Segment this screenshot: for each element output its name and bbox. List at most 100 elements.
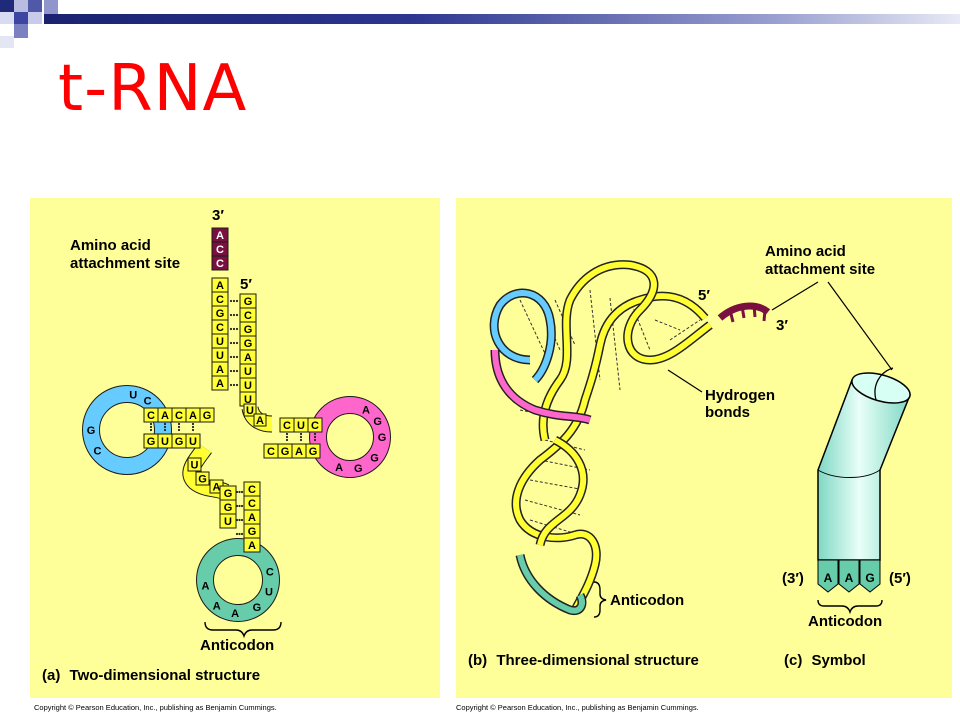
connector-right-base-0: U xyxy=(243,403,257,417)
t-loop-letter-4: G xyxy=(354,463,363,475)
caption-a: (a) Two-dimensional structure xyxy=(42,667,260,684)
d-bottom-base-1: U xyxy=(157,433,173,449)
hbond-t-2-0 xyxy=(313,432,317,436)
ac-stem-left-base-1-letter: G xyxy=(224,502,233,514)
t-bottom-base-1-letter: G xyxy=(281,446,290,458)
hbond-acceptor-2-1 xyxy=(232,327,236,331)
acceptor-right-base-0: G xyxy=(239,293,257,309)
hbond-acceptor-0-0 xyxy=(229,299,233,303)
acceptor-left-base-4: U xyxy=(211,333,229,349)
connector-right-base-1: A xyxy=(253,413,267,427)
hbond-ac-1-2 xyxy=(240,504,244,508)
hbond-t-2-2 xyxy=(313,438,317,442)
hbond-t-1-0 xyxy=(299,432,303,436)
connector-right-base-1-letter: A xyxy=(256,415,264,427)
label-3-prime-b: 3′ xyxy=(776,317,788,334)
ac-stem-left-base-0: G xyxy=(219,485,237,501)
connector-right-base-1-box xyxy=(253,413,267,427)
acceptor-left-base-0: A xyxy=(211,277,229,293)
ac-stem-right-base-1: C xyxy=(243,495,261,511)
t-loop-letter-2: G xyxy=(378,432,387,444)
anticodon-label-a: Anticodon xyxy=(200,637,274,654)
acceptor-left-base-4-letter: U xyxy=(216,336,224,348)
banner-square-lower xyxy=(14,24,28,38)
t-bottom-base-0: C xyxy=(263,443,279,459)
hbond-d-2-1 xyxy=(177,425,181,429)
t-top-base-0: C xyxy=(279,417,295,433)
hbond-t-0-1 xyxy=(285,435,289,439)
t-top-base-2-box xyxy=(307,417,323,433)
ac-stem-right-base-3-letter: G xyxy=(248,526,257,538)
hbond-ac-3-2 xyxy=(240,532,244,536)
banner-square-top xyxy=(44,0,58,14)
d-loop-fill xyxy=(83,386,171,474)
d-top-base-2-letter: C xyxy=(175,410,183,422)
t-bottom-base-3-box xyxy=(305,443,321,459)
pointer-c-to-cylinder xyxy=(827,281,893,371)
acceptor-right-base-3-letter: G xyxy=(244,338,253,350)
connector-left-base-1-box xyxy=(195,471,210,486)
ac-loop-letter-2: A xyxy=(231,608,239,620)
t-loop-letter-3: G xyxy=(370,453,379,465)
d-top-base-0-letter: C xyxy=(147,410,155,422)
t-top-base-1: U xyxy=(293,417,309,433)
banner-square-mid xyxy=(28,0,42,12)
hbond-d-0-0 xyxy=(149,422,153,426)
d-top-base-1: A xyxy=(157,407,173,423)
acceptor-left-base-7-letter: A xyxy=(216,378,224,390)
t-bottom-base-2: A xyxy=(291,443,307,459)
blue-loop-b-fill xyxy=(491,290,555,383)
label-3-prime-a: 3′ xyxy=(212,207,224,224)
hbond-d-0-2 xyxy=(149,428,153,432)
hbond-d-2-2 xyxy=(177,428,181,432)
ac-stem-right-base-0: C xyxy=(243,481,261,497)
caption-a-text: Two-dimensional structure xyxy=(70,667,261,684)
connector-left-base-1: G xyxy=(195,471,210,486)
hydrogen-bond-dots-a xyxy=(149,299,317,536)
hbond-ac-2-0 xyxy=(235,518,239,522)
caption-b-text: Three-dimensional structure xyxy=(496,652,699,669)
acceptor-left-base-5-letter: U xyxy=(216,350,224,362)
acceptor-right-base-5: U xyxy=(239,363,257,379)
hbond-d-1-1 xyxy=(163,425,167,429)
hbond-t-0-0 xyxy=(285,432,289,436)
acceptor-right-base-4: A xyxy=(239,349,257,365)
hbond-acceptor-6-2 xyxy=(235,383,239,387)
d-loop-letter-1: C xyxy=(144,396,152,408)
hydrogen-line-2: bonds xyxy=(705,404,750,421)
panel-b-3d-structure: 5′ 3′ Hydrogen bonds Anticodon (b) Three… xyxy=(468,260,788,669)
hbond-acceptor-5-2 xyxy=(235,369,239,373)
hbond-acceptor-4-0 xyxy=(229,355,233,359)
acc-base-0: A xyxy=(211,227,229,243)
d-bottom-base-0: G xyxy=(143,433,159,449)
acceptor-left-base-3-letter: C xyxy=(216,322,224,334)
t-loop-letter-0: A xyxy=(362,404,370,416)
d-bottom-base-2: G xyxy=(171,433,187,449)
d-bottom-base-3-box xyxy=(185,433,201,449)
anticodon-brace-c xyxy=(817,599,883,615)
hbond-d-3-2 xyxy=(191,428,195,432)
connector-left-base-1-letter: G xyxy=(198,474,207,486)
t-bottom-base-1: G xyxy=(277,443,293,459)
hbond-ac-1-1 xyxy=(238,504,241,508)
acceptor-right-base-1: C xyxy=(239,307,257,323)
amino-acid-c-line-2: attachment site xyxy=(765,261,875,278)
hbond-acceptor-5-0 xyxy=(229,369,233,373)
label-3-prime-c: (3′) xyxy=(782,570,804,587)
label-5-prime-c: (5′) xyxy=(889,570,911,587)
ac-stem-right-base-2: A xyxy=(243,509,261,525)
acceptor-right-base-7-letter: U xyxy=(244,394,252,406)
hbond-acceptor-6-1 xyxy=(232,383,236,387)
ac-loop-letter-4: U xyxy=(265,586,273,598)
acceptor-right-base-3: G xyxy=(239,335,257,351)
acc-base-2-letter: C xyxy=(216,258,224,270)
hbond-acceptor-5-1 xyxy=(232,369,236,373)
cylinder-top-c xyxy=(851,372,911,404)
hbond-ac-0-2 xyxy=(240,490,244,494)
hbond-t-2-1 xyxy=(313,435,317,439)
hbond-ac-0-1 xyxy=(238,490,241,494)
hbond-acceptor-3-1 xyxy=(232,341,236,345)
d-top-base-2: C xyxy=(171,407,187,423)
copyright-left: Copyright © Pearson Education, Inc., pub… xyxy=(34,703,277,712)
